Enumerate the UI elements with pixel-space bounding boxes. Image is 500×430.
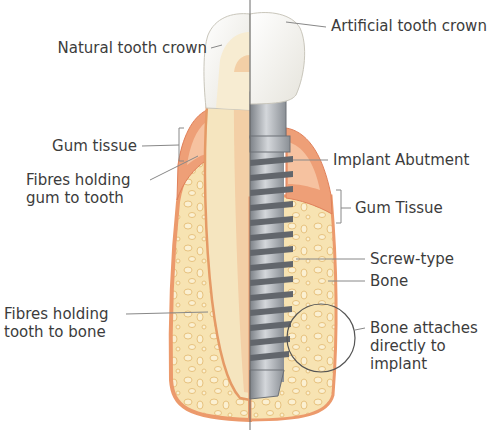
part-label: Fibres holding tooth to bone bbox=[4, 305, 144, 341]
leader-line bbox=[355, 328, 365, 330]
gum-left-inner bbox=[187, 122, 206, 165]
leader-line bbox=[142, 145, 179, 146]
part-label: Artificial tooth crown bbox=[331, 17, 487, 35]
part-label: Implant Abutment bbox=[333, 151, 469, 169]
crown-dentin bbox=[216, 32, 250, 110]
gum-right-inner bbox=[288, 142, 320, 190]
implant-collar bbox=[250, 136, 290, 152]
natural-crown bbox=[204, 14, 250, 110]
part-label: Bone attaches directly to implant bbox=[370, 319, 496, 373]
leader-line bbox=[341, 208, 351, 209]
leader-line bbox=[328, 281, 365, 282]
part-label: Screw-type bbox=[370, 250, 454, 268]
leader-line bbox=[296, 259, 365, 260]
leader-line bbox=[293, 160, 328, 161]
leader-line bbox=[150, 156, 198, 180]
divider-line bbox=[250, 0, 251, 430]
artificial-crown bbox=[250, 13, 305, 104]
part-label: Bone bbox=[370, 272, 408, 290]
part-label: Fibres holding gum to tooth bbox=[26, 171, 166, 207]
crown-pulp bbox=[234, 55, 250, 72]
tooth-pulp bbox=[234, 70, 250, 393]
part-label: Natural tooth crown bbox=[57, 39, 207, 57]
leader-line bbox=[126, 312, 208, 314]
gum-left bbox=[177, 110, 207, 200]
leader-line bbox=[286, 22, 326, 27]
bracket bbox=[179, 128, 184, 161]
part-label: Gum tissue bbox=[52, 137, 137, 155]
implant-tip bbox=[250, 370, 284, 399]
implant-threads bbox=[250, 156, 293, 361]
bracket bbox=[336, 190, 341, 223]
detail-circle bbox=[287, 304, 355, 372]
part-label: Gum Tissue bbox=[355, 199, 443, 217]
leader-line bbox=[211, 45, 222, 48]
